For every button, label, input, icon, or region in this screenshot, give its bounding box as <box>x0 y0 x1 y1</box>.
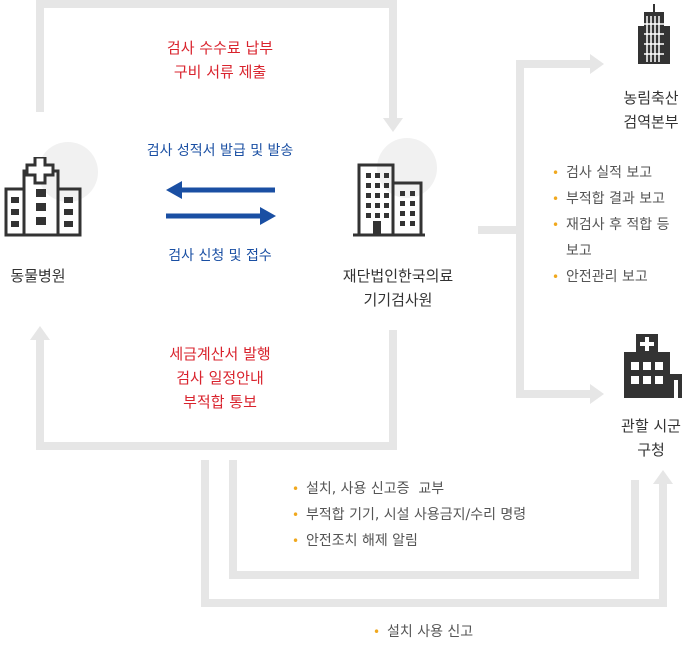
report-item: • 안전관리 보고 <box>552 264 690 290</box>
institute-label-line1: 재단법인한국의료 <box>342 267 454 285</box>
install-loop-line <box>201 460 667 607</box>
notice-item: • 부적합 기기, 시설 사용금지/수리 명령 <box>292 502 602 528</box>
report-item: • 부적합 결과 보고 <box>552 186 690 212</box>
notice-item-text: 안전조치 해제 알림 <box>306 533 418 549</box>
bottom-red-text: 세금계산서 발행 검사 일정안내 부적합 통보 <box>120 342 320 414</box>
notice-item: • 설치, 사용 신고증 교부 <box>292 476 602 502</box>
bottom-loop-line <box>36 330 397 450</box>
arrowhead-install <box>653 470 673 484</box>
report-item-text: 검사 실적 보고 <box>566 165 653 181</box>
notice-item-text: 부적합 기기, 시설 사용금지/수리 명령 <box>306 507 527 523</box>
bullet-icon: • <box>552 218 560 232</box>
top-red-line1: 검사 수수료 납부 <box>166 39 274 57</box>
district-office-icon <box>624 334 682 398</box>
arrowhead-district <box>590 384 604 404</box>
report-item-text: 부적합 결과 보고 <box>566 191 666 207</box>
institute-building-icon <box>353 163 425 237</box>
report-item-continued: 보고 <box>552 238 690 264</box>
district-label: 관할 시군 구청 <box>606 414 690 462</box>
reports-list: • 검사 실적 보고 • 부적합 결과 보고 • 재검사 후 적합 등 보고 • 안전관… <box>552 160 690 290</box>
notices-list: • 설치, 사용 신고증 교부 • 부적합 기기, 시설 사용금지/수리 명령 • 안… <box>292 476 602 554</box>
branch-line-lower <box>516 230 590 398</box>
arrowhead-ministry <box>590 54 604 74</box>
ministry-label-line1: 농림축산 <box>623 89 679 107</box>
blue-bottom-label: 검사 신청 및 접수 <box>168 248 272 264</box>
bullet-icon: • <box>552 192 560 206</box>
notice-loop-line <box>229 460 639 579</box>
arrowhead-institute <box>383 118 403 132</box>
bullet-icon: • <box>292 508 300 522</box>
blue-top-text: 검사 성적서 발급 및 발송 <box>110 139 330 163</box>
bullet-icon: • <box>373 625 381 639</box>
notice-item: • 안전조치 해제 알림 <box>292 528 602 554</box>
bottom-red-line3: 부적합 통보 <box>183 393 257 411</box>
top-red-line2: 구비 서류 제출 <box>173 63 267 81</box>
bottom-red-line2: 검사 일정안내 <box>176 369 264 387</box>
blue-top-label: 검사 성적서 발급 및 발송 <box>146 143 294 159</box>
install-report-text: 설치 사용 신고 <box>387 624 474 640</box>
notice-item-text: 설치, 사용 신고증 교부 <box>306 481 445 497</box>
top-red-text: 검사 수수료 납부 구비 서류 제출 <box>120 36 320 84</box>
report-item: • 재검사 후 적합 등 <box>552 212 690 238</box>
top-loop-line <box>36 0 397 118</box>
blue-bottom-text: 검사 신청 및 접수 <box>110 244 330 268</box>
institute-label-line2: 기기검사원 <box>363 291 433 309</box>
institute-label: 재단법인한국의료 기기검사원 <box>322 264 474 312</box>
ministry-label-line2: 검역본부 <box>623 113 679 131</box>
report-item-text: 재검사 후 적합 등 <box>566 217 670 233</box>
bullet-icon: • <box>552 166 560 180</box>
install-report: • 설치 사용 신고 <box>373 619 533 645</box>
bottom-red-line1: 세금계산서 발행 <box>169 345 271 363</box>
hospital-icon-bg <box>38 142 98 202</box>
branch-line <box>478 60 590 234</box>
report-item: • 검사 실적 보고 <box>552 160 690 186</box>
hospital-icon <box>4 157 82 237</box>
bullet-icon: • <box>552 270 560 284</box>
district-label-line2: 구청 <box>637 441 665 459</box>
report-item-text: 보고 <box>566 243 592 259</box>
install-report-item: • 설치 사용 신고 <box>373 619 533 645</box>
report-item-text: 안전관리 보고 <box>566 269 648 285</box>
ministry-label: 농림축산 검역본부 <box>606 86 690 134</box>
hospital-label-text: 동물병원 <box>10 267 66 285</box>
bullet-icon: • <box>292 482 300 496</box>
arrowhead-hospital <box>30 326 50 340</box>
ministry-skyscraper-icon <box>638 4 670 64</box>
hospital-label: 동물병원 <box>0 264 76 288</box>
bullet-icon: • <box>292 534 300 548</box>
district-label-line1: 관할 시군 <box>621 417 681 435</box>
